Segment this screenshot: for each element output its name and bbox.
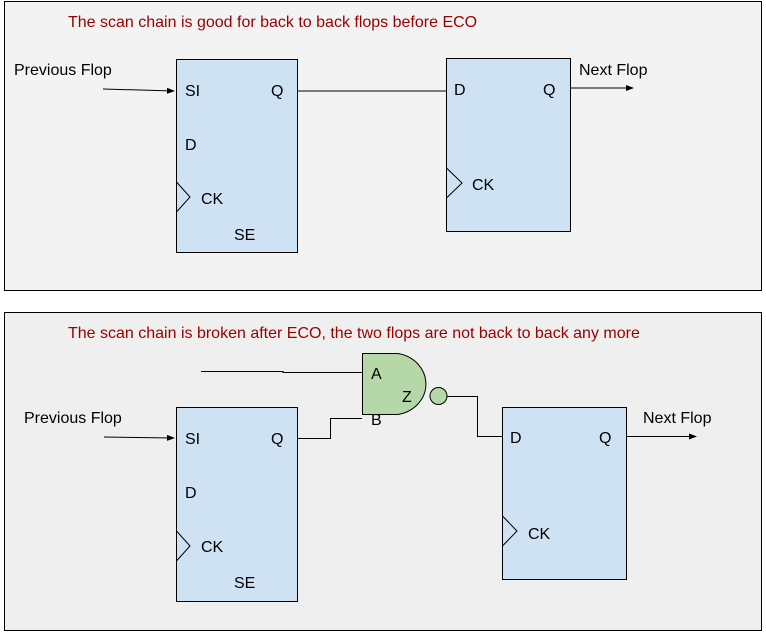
panel-frame (4, 1, 762, 291)
nand-gate-body (362, 353, 427, 415)
pin-d: D (185, 137, 197, 154)
next-flop-label: Next Flop (643, 410, 712, 427)
pin-q: Q (271, 83, 283, 100)
pin-se: SE (234, 227, 255, 244)
flop-2: D Q CK (502, 407, 627, 580)
previous-flop-label: Previous Flop (24, 410, 122, 427)
pin-d: D (510, 430, 522, 447)
pin-ck: CK (528, 526, 551, 543)
pin-d: D (454, 82, 466, 99)
scan-in-wire (102, 87, 175, 94)
pin-se: SE (234, 575, 255, 592)
pin-q: Q (271, 431, 283, 448)
clock-triangle-icon (176, 181, 191, 213)
q-to-gate-b-wire (297, 418, 362, 439)
pin-q: Q (543, 82, 555, 99)
pin-si: SI (185, 83, 200, 100)
panel-title: The scan chain is good for back to back … (68, 14, 477, 31)
pin-b: B (371, 412, 382, 429)
scan-flop-1: SI Q D CK SE (176, 59, 298, 253)
flop-2: D Q CK (446, 58, 571, 232)
next-flop-label: Next Flop (579, 62, 648, 79)
pin-si: SI (185, 431, 200, 448)
clock-triangle-icon (502, 515, 518, 547)
pin-ck: CK (201, 539, 224, 556)
clock-triangle-icon (446, 167, 463, 199)
panel-title: The scan chain is broken after ECO, the … (68, 325, 640, 342)
pin-d: D (185, 485, 197, 502)
pin-z: Z (402, 389, 412, 406)
pin-q: Q (599, 430, 611, 447)
nand-gate: A B Z (362, 353, 448, 429)
gate-a-input-wire (201, 371, 362, 373)
before-eco-panel: The scan chain is good for back to back … (4, 1, 762, 291)
after-eco-panel: The scan chain is broken after ECO, the … (4, 312, 762, 631)
pin-a: A (371, 366, 382, 383)
scan-flop-1: SI Q D CK SE (176, 407, 298, 602)
scan-in-wire (103, 434, 175, 441)
previous-flop-label: Previous Flop (14, 62, 112, 79)
pin-ck: CK (201, 191, 224, 208)
clock-triangle-icon (176, 530, 191, 562)
gate-z-to-d-wire (447, 396, 502, 437)
pin-ck: CK (472, 177, 495, 194)
inversion-bubble-icon (429, 387, 448, 405)
